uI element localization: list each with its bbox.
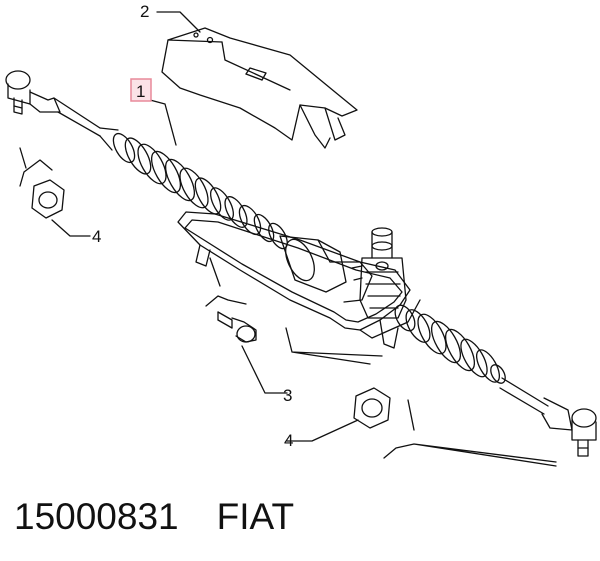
callout-2-label: 2 xyxy=(140,2,149,21)
callout-1-label: 1 xyxy=(136,82,145,101)
right-bellows-boot xyxy=(394,304,506,384)
callout-4-label-left: 4 xyxy=(92,227,101,246)
mounting-bracket xyxy=(177,211,421,349)
nut-part-4-right xyxy=(353,387,391,429)
leader-lines xyxy=(19,11,557,467)
left-bellows-boot xyxy=(99,127,288,250)
footer-caption: 15000831 FIAT xyxy=(14,492,294,542)
part-number: 15000831 xyxy=(14,496,179,537)
pinion-input-shaft xyxy=(351,227,407,319)
callout-1-highlight xyxy=(130,78,152,102)
callout-4-label-right: 4 xyxy=(284,431,293,450)
right-tie-rod-end xyxy=(499,377,597,457)
bolt-part-3 xyxy=(217,311,257,343)
heat-shield-part-2 xyxy=(161,27,358,149)
callout-3-label: 3 xyxy=(283,386,292,405)
nut-part-4-left xyxy=(31,179,65,219)
left-tie-rod-end xyxy=(5,70,101,137)
brand-name: FIAT xyxy=(216,496,295,537)
rack-housing xyxy=(279,235,373,303)
